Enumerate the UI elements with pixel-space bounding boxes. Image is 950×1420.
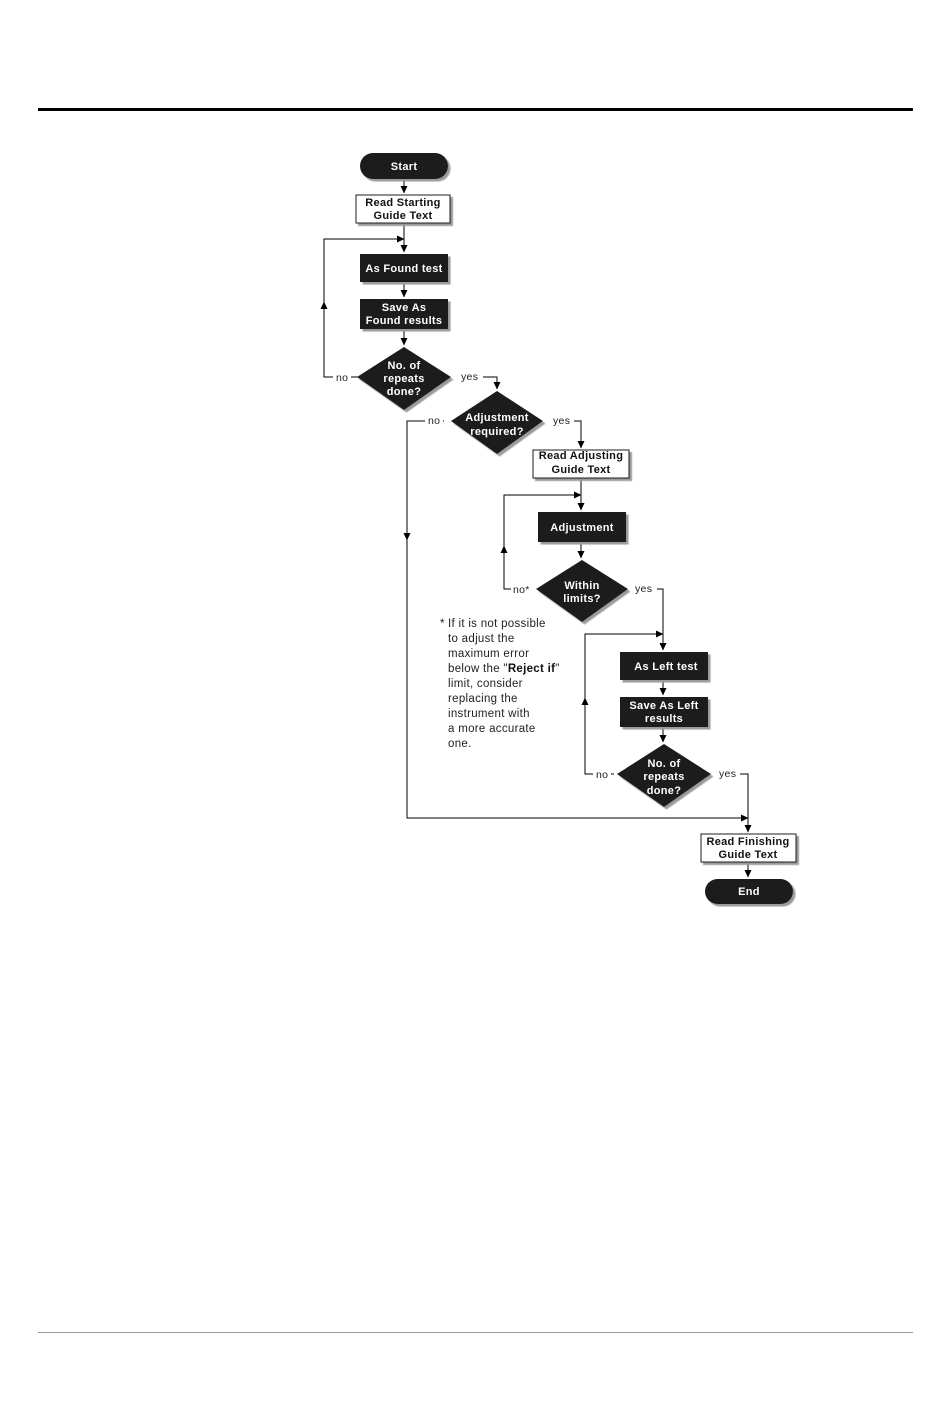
within-label-1: Within bbox=[564, 580, 599, 592]
save-found-label-2: Found results bbox=[366, 315, 443, 327]
edge-label-repeats1-yes: yes bbox=[461, 371, 478, 383]
end-label: End bbox=[738, 886, 760, 898]
edge-label-repeats2-yes: yes bbox=[719, 768, 736, 780]
adjreq-label-1: Adjustment bbox=[465, 412, 529, 424]
repeats-done-decision-1: No. of repeats done? bbox=[357, 347, 451, 410]
edge-label-within-no: no* bbox=[513, 584, 530, 596]
read-adjusting-label-1: Read Adjusting bbox=[539, 450, 623, 462]
end-terminal: End bbox=[705, 879, 793, 904]
edge-label-within-yes: yes bbox=[635, 583, 652, 595]
footnote-asterisk: * bbox=[440, 618, 445, 630]
edge-label-adjreq-yes: yes bbox=[553, 415, 570, 427]
repeats1-label-2: repeats bbox=[383, 373, 424, 385]
read-starting-label-1: Read Starting bbox=[365, 197, 440, 209]
repeats2-label-2: repeats bbox=[643, 771, 684, 783]
adjreq-label-2: required? bbox=[470, 426, 523, 438]
start-terminal: Start bbox=[360, 153, 448, 179]
start-label: Start bbox=[391, 161, 418, 173]
save-left-label-2: results bbox=[645, 713, 683, 725]
as-left-test-label: As Left test bbox=[634, 661, 698, 673]
save-left-label-1: Save As Left bbox=[629, 700, 698, 712]
edge-label-repeats1-no: no bbox=[336, 372, 348, 384]
footer-rule bbox=[38, 1332, 913, 1333]
read-finishing-guide-box: Read Finishing Guide Text bbox=[700, 833, 797, 863]
save-as-found-box: Save As Found results bbox=[360, 299, 448, 329]
repeats2-label-1: No. of bbox=[648, 758, 681, 770]
repeats2-label-3: done? bbox=[647, 785, 682, 797]
repeats1-label-3: done? bbox=[387, 386, 422, 398]
repeats-done-decision-2: No. of repeats done? bbox=[617, 744, 711, 807]
save-as-left-box: Save As Left results bbox=[620, 697, 708, 727]
footnote-text-before: If it is not possible to adjust the maxi… bbox=[448, 618, 546, 675]
within-label-2: limits? bbox=[563, 593, 601, 605]
read-starting-guide-box: Read Starting Guide Text bbox=[355, 194, 451, 224]
read-finishing-label-1: Read Finishing bbox=[706, 836, 789, 848]
footnote-text-after: " limit, consider replacing the instrume… bbox=[448, 663, 560, 750]
repeats1-label-1: No. of bbox=[388, 360, 421, 372]
edge-label-repeats2-no: no bbox=[596, 769, 608, 781]
read-adjusting-label-2: Guide Text bbox=[551, 464, 610, 476]
adjustment-required-decision: Adjustment required? bbox=[451, 391, 543, 454]
edge-labels: no yes no yes no* yes no yes bbox=[333, 370, 740, 781]
as-found-test-label: As Found test bbox=[365, 263, 442, 275]
read-starting-label-2: Guide Text bbox=[373, 210, 432, 222]
read-adjusting-guide-box: Read Adjusting Guide Text bbox=[532, 449, 630, 479]
footnote-bold-reject-if: Reject if bbox=[507, 663, 556, 675]
adjustment-label: Adjustment bbox=[550, 522, 614, 534]
footnote: * If it is not possible to adjust the ma… bbox=[440, 617, 600, 752]
read-finishing-label-2: Guide Text bbox=[718, 849, 777, 861]
adjustment-box: Adjustment bbox=[538, 512, 626, 542]
save-found-label-1: Save As bbox=[382, 302, 427, 314]
edge-label-adjreq-no: no bbox=[428, 415, 440, 427]
within-limits-decision: Within limits? bbox=[536, 560, 628, 622]
as-left-test-box: As Left test bbox=[620, 652, 708, 680]
header-rule bbox=[38, 108, 913, 111]
as-found-test-box: As Found test bbox=[360, 254, 448, 282]
